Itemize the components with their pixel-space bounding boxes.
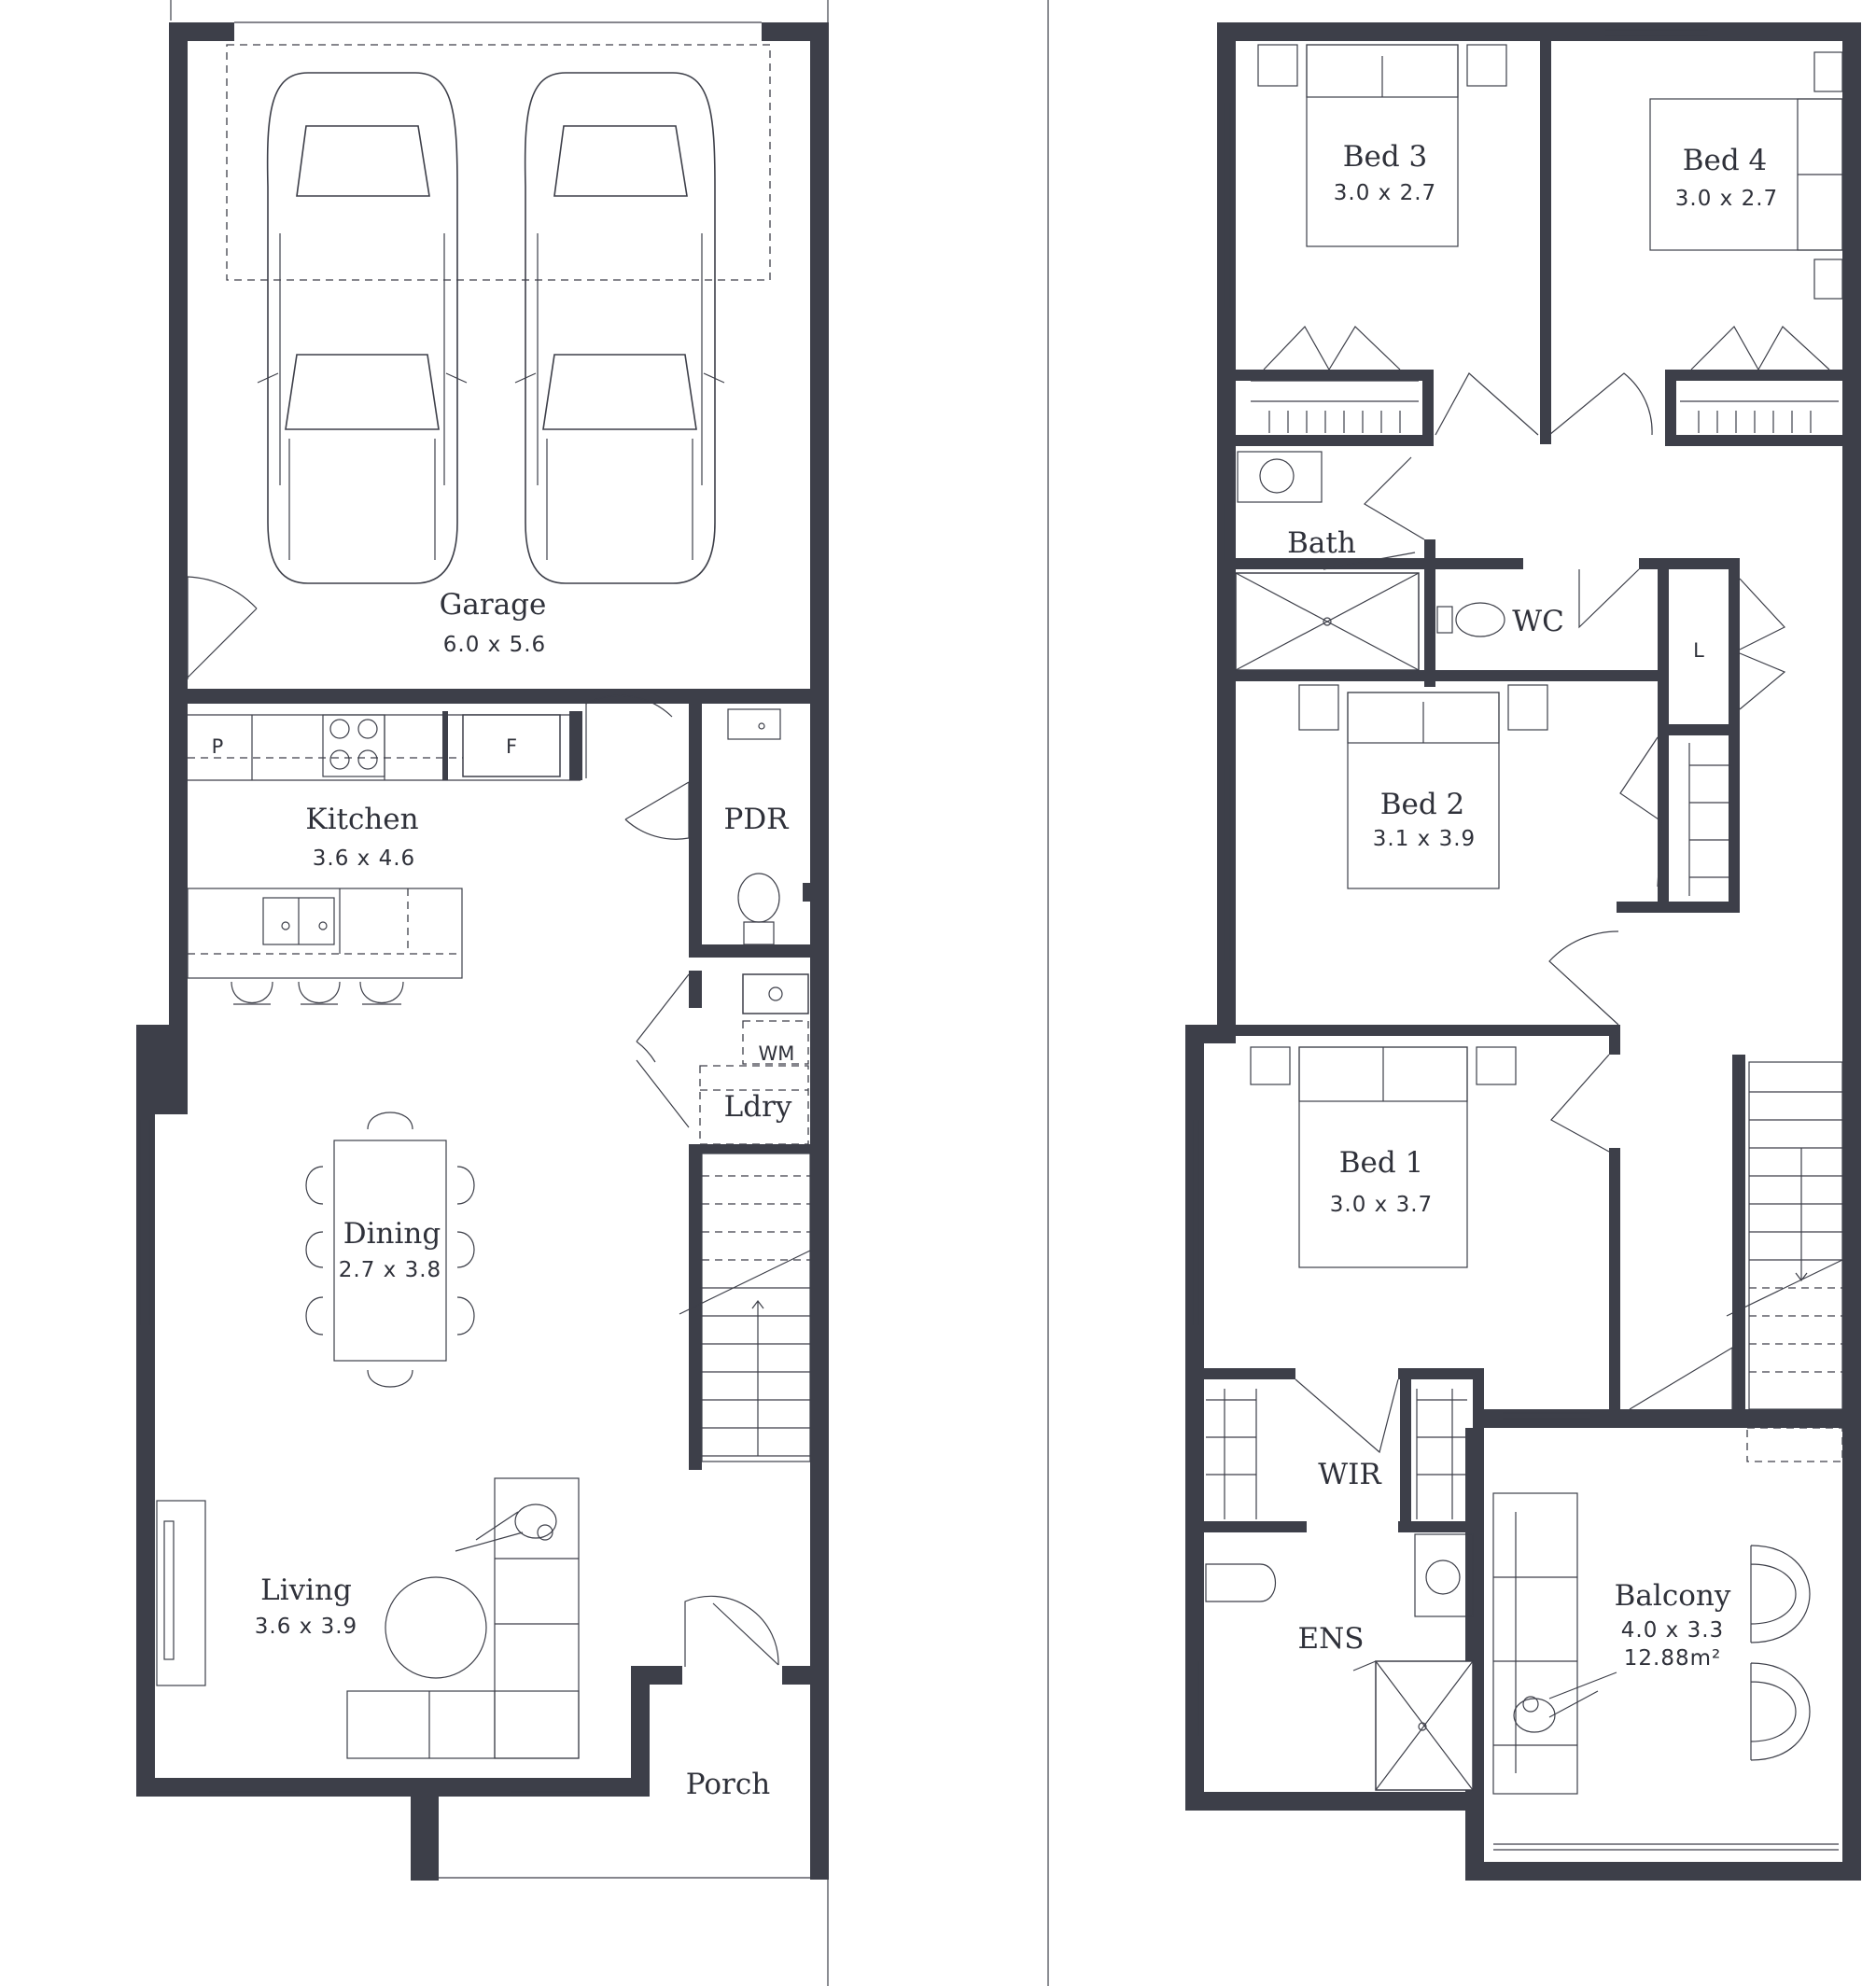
wc-name: WC <box>1512 605 1564 638</box>
garage-side-door <box>187 576 258 679</box>
sheet-borders <box>170 0 1049 1986</box>
bed3-dims: 3.0 x 2.7 <box>1334 181 1436 205</box>
bath-name: Bath <box>1287 526 1356 560</box>
balcony-window <box>1503 1412 1590 1420</box>
car-left-icon <box>257 72 468 584</box>
kitchen-door <box>585 694 673 778</box>
kitchen-back-bench: P F <box>188 711 582 781</box>
wc: WC <box>1436 568 1640 638</box>
living-furniture <box>156 1477 580 1759</box>
washer-label: WM <box>759 1042 795 1065</box>
pantry-label: P <box>212 735 224 758</box>
entry-door <box>684 1595 779 1667</box>
ground-floor-walls <box>136 22 829 1881</box>
balcony-area: 12.88m² <box>1624 1646 1721 1671</box>
kitchen-name: Kitchen <box>305 803 418 836</box>
bed2-bed <box>1298 684 1548 889</box>
walk-in-robe: WIR <box>1206 1378 1467 1519</box>
balcony-dims: 4.0 x 3.3 <box>1621 1618 1724 1643</box>
bathroom: Bath <box>1235 451 1425 671</box>
car-right-icon <box>514 72 725 584</box>
upper-stairs <box>1726 1061 1843 1462</box>
bed1-name: Bed 1 <box>1339 1146 1424 1180</box>
living-name: Living <box>260 1573 352 1607</box>
kitchen-island <box>187 888 463 1005</box>
garage-dims: 6.0 x 5.6 <box>443 633 546 657</box>
linen-label: L <box>1693 639 1704 662</box>
dining-window <box>139 1120 150 1325</box>
bed3-wardrobe <box>1251 326 1419 433</box>
bed1-door <box>1550 1054 1610 1153</box>
kitchen-dims: 3.6 x 4.6 <box>313 846 415 871</box>
west-windows <box>1224 103 1231 961</box>
bed1-bed <box>1250 1046 1517 1268</box>
bed4-dims: 3.0 x 2.7 <box>1675 187 1778 211</box>
wir-name: WIR <box>1318 1458 1382 1491</box>
bed2-wardrobe-door <box>1619 736 1662 888</box>
ens-name: ENS <box>1298 1622 1365 1656</box>
garage-name: Garage <box>440 588 547 622</box>
bed2-name: Bed 2 <box>1380 788 1465 821</box>
ground-floor: P F Kitchen 3.6 x 4.6 PDR <box>136 21 829 1881</box>
bed1-dims: 3.0 x 3.7 <box>1330 1193 1433 1217</box>
ensuite: ENS <box>1205 1533 1474 1795</box>
balcony-name: Balcony <box>1615 1579 1731 1613</box>
bed2-dims: 3.1 x 3.9 <box>1373 827 1476 851</box>
ground-stairs <box>679 1153 811 1462</box>
balcony-furniture <box>1492 1492 1839 1851</box>
bed2-wardrobe <box>1688 743 1729 896</box>
laundry: WM Ldry <box>636 973 809 1145</box>
dining-table <box>305 1112 475 1388</box>
bed4-window <box>1605 29 1708 36</box>
laundry-name: Ldry <box>724 1090 792 1124</box>
person-icon <box>1513 1671 1617 1733</box>
bed2-door <box>1548 930 1619 1026</box>
bed4-wardrobe <box>1680 326 1839 433</box>
linen-cupboard: L <box>1693 578 1786 710</box>
fridge-label: F <box>506 735 517 758</box>
porch-name: Porch <box>686 1768 770 1801</box>
bed1-window <box>1192 1120 1199 1736</box>
person-icon <box>455 1503 557 1552</box>
powder-room: PDR <box>624 708 810 945</box>
living-dims: 3.6 x 3.9 <box>255 1615 357 1639</box>
first-floor: Bed 3 3.0 x 2.7 Bed 4 3.0 x 2.7 <box>1185 22 1861 1881</box>
dining-name: Dining <box>343 1217 441 1251</box>
bed-doors <box>1435 372 1653 436</box>
balcony-balustrade <box>1493 1843 1839 1851</box>
bed4-name: Bed 4 <box>1683 144 1768 177</box>
first-floor-walls <box>1185 22 1861 1881</box>
bed4-bed <box>1649 51 1843 300</box>
balcony-door <box>1629 1346 1733 1410</box>
bed3-name: Bed 3 <box>1343 140 1428 174</box>
pdr-name: PDR <box>723 803 790 836</box>
dining-dims: 2.7 x 3.8 <box>339 1258 441 1282</box>
bed3-bed <box>1257 44 1507 247</box>
